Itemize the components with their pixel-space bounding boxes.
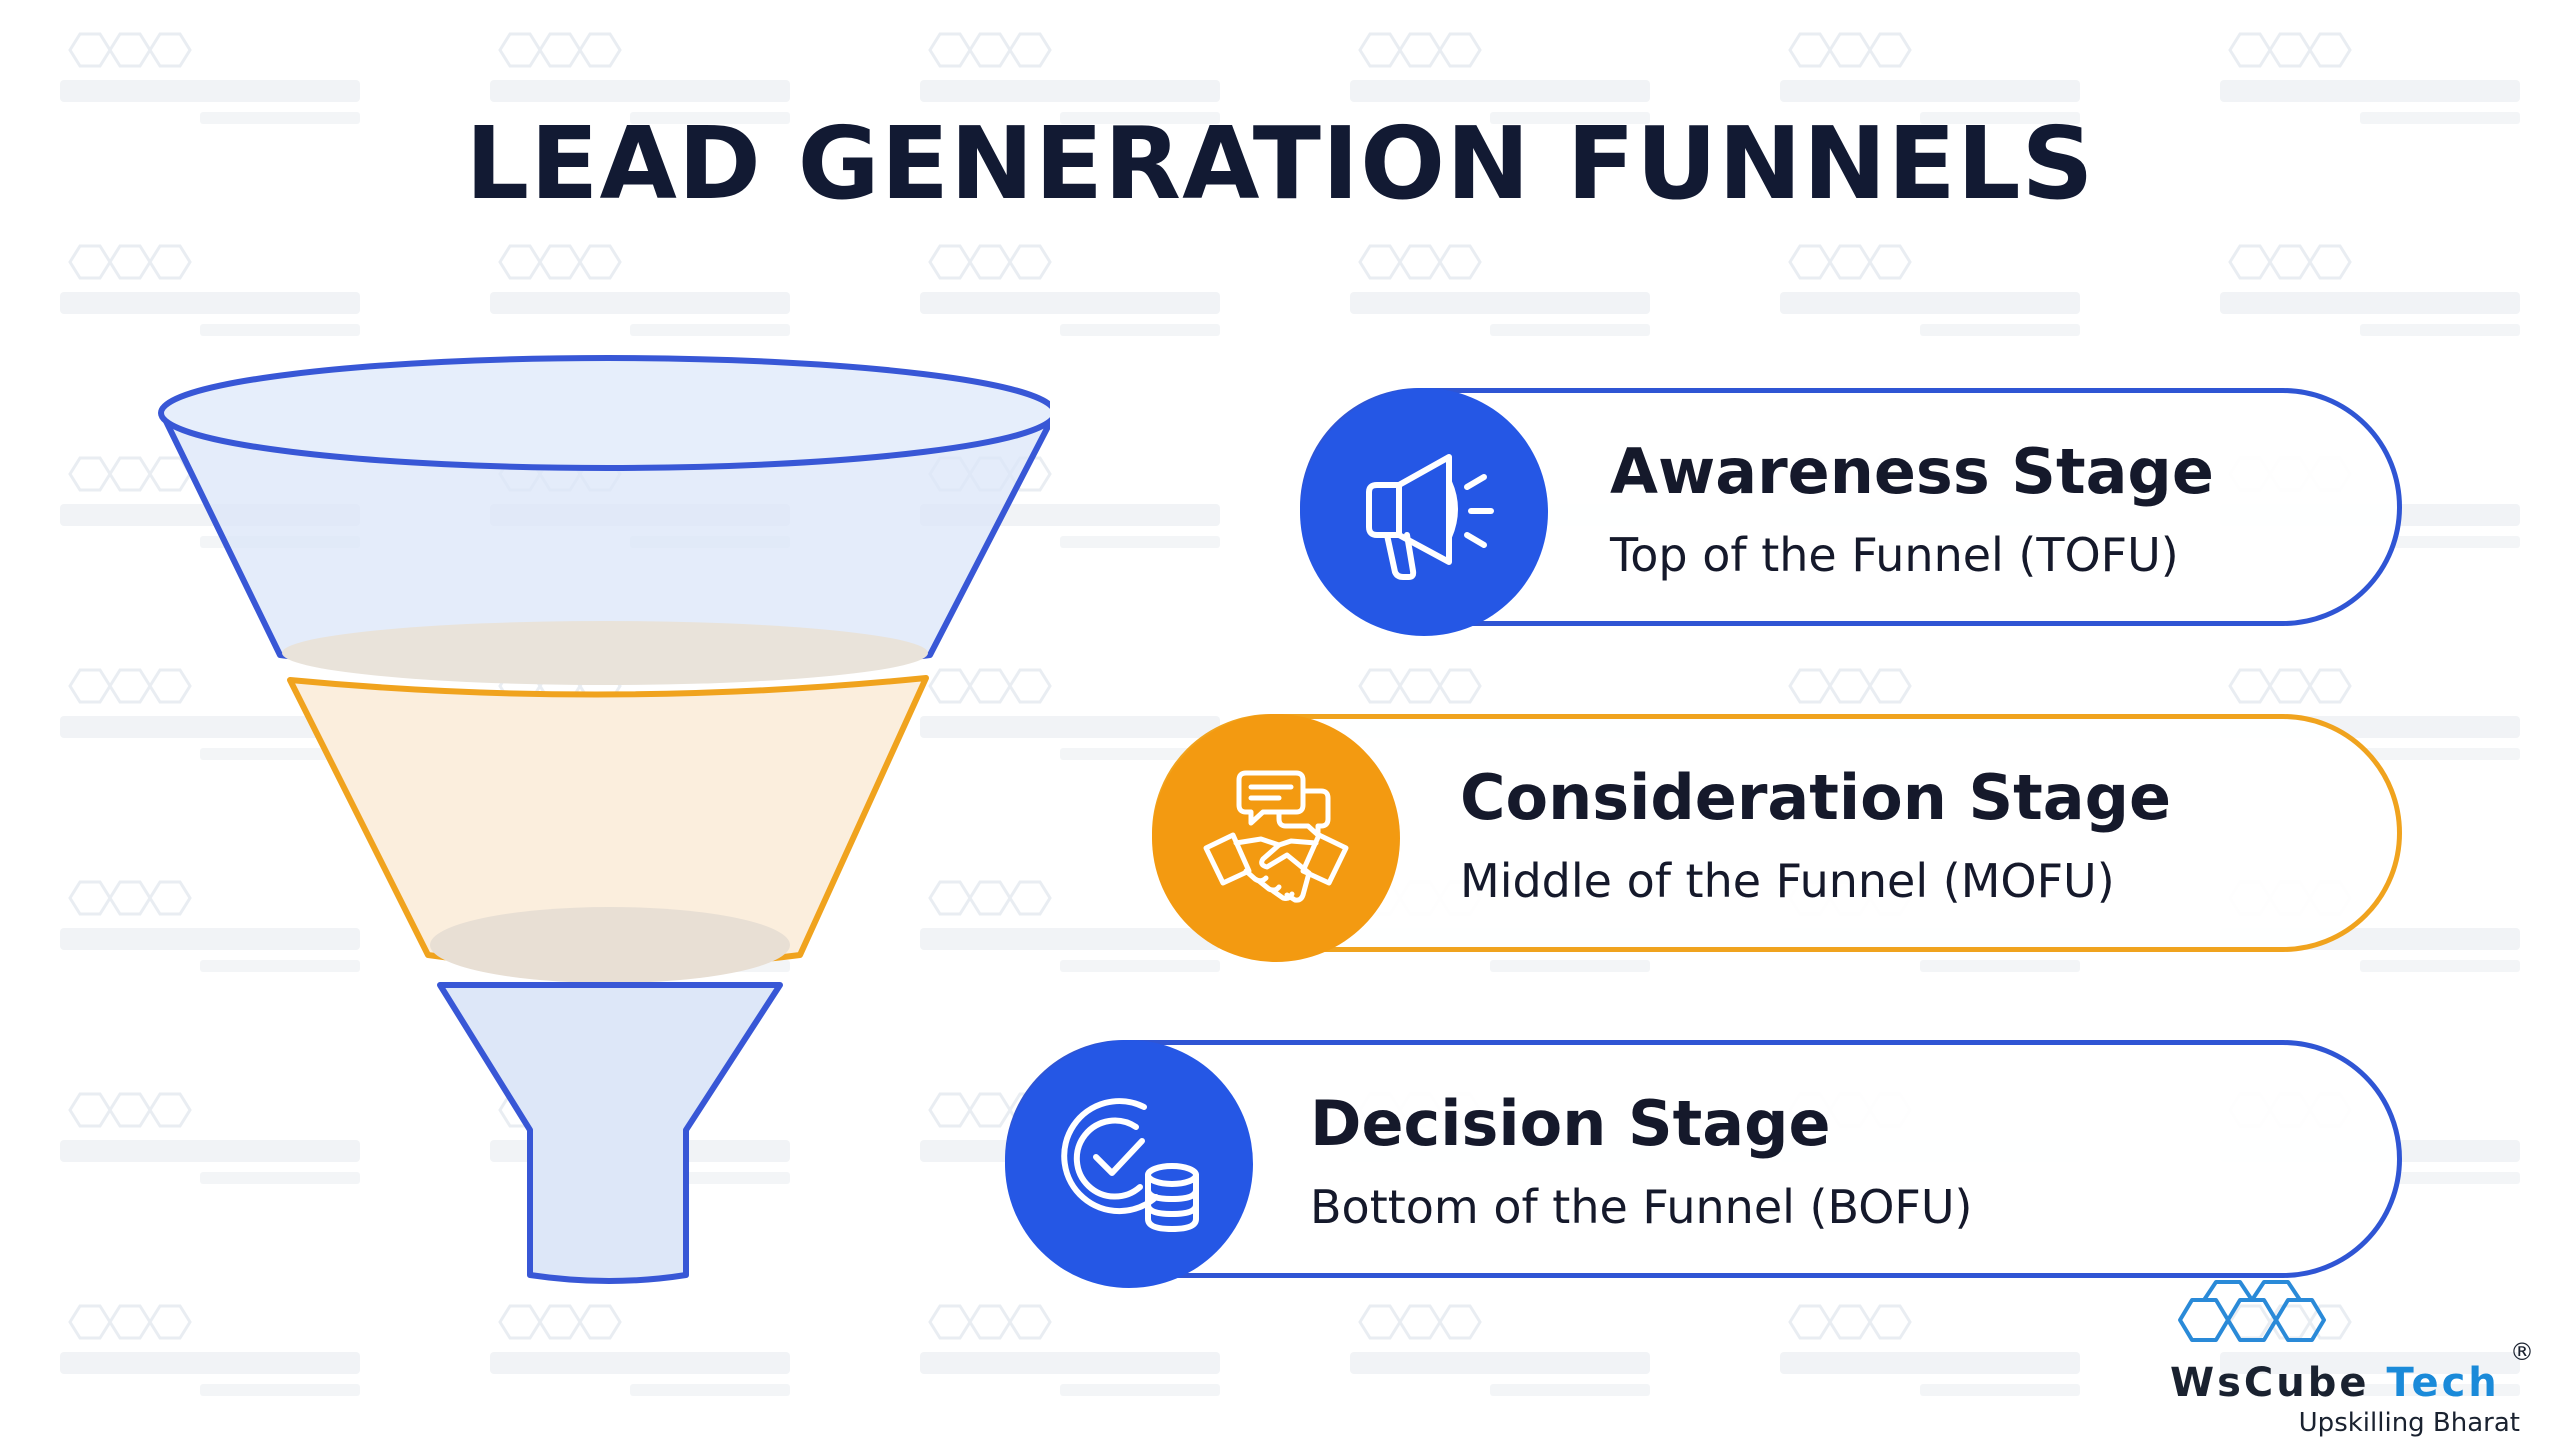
- stage-title-decision: Decision Stage: [1310, 1087, 1831, 1160]
- funnel-bottom-section: [437, 982, 783, 1284]
- watermark-tile: [490, 32, 790, 124]
- stage-circle-decision: [1005, 1040, 1253, 1288]
- check-coins-icon: [1061, 1098, 1199, 1232]
- stage-card-awareness: Awareness Stage Top of the Funnel (TOFU): [1300, 388, 2402, 636]
- stage-card-consideration: Consideration Stage Middle of the Funnel…: [1152, 714, 2402, 962]
- watermark-tile: [1350, 32, 1650, 124]
- watermark-tile: [920, 32, 1220, 124]
- watermark-tile: [1780, 244, 2080, 336]
- stage-subtitle-decision: Bottom of the Funnel (BOFU): [1310, 1180, 1973, 1234]
- stage-circle-awareness: [1300, 388, 1548, 636]
- hexagon-logo-icon: [2178, 1280, 2326, 1342]
- funnel-diagram: [158, 355, 1050, 1284]
- brand-tagline: Upskilling Bharat: [2298, 1408, 2520, 1438]
- brand-name-main: WsCube: [2170, 1360, 2370, 1406]
- chat-handshake-icon: [1203, 770, 1349, 903]
- watermark-tile: [1780, 32, 2080, 124]
- stage-subtitle-awareness: Top of the Funnel (TOFU): [1610, 528, 2179, 582]
- stage-card-decision: Decision Stage Bottom of the Funnel (BOF…: [1005, 1040, 2402, 1288]
- watermark-tile: [490, 244, 790, 336]
- watermark-tile: [60, 1304, 360, 1396]
- watermark-tile: [920, 244, 1220, 336]
- stage-circle-consideration: [1152, 714, 1400, 962]
- watermark-tile: [1350, 244, 1650, 336]
- watermark-tile: [2220, 1304, 2520, 1396]
- watermark-tile: [920, 880, 1220, 972]
- registered-mark: ®: [2510, 1338, 2534, 1366]
- watermark-tile: [60, 244, 360, 336]
- funnel-top-section: [158, 355, 1050, 685]
- stage-title-consideration: Consideration Stage: [1460, 761, 2172, 834]
- watermark-tile: [60, 1092, 360, 1184]
- watermark-tile: [60, 668, 360, 760]
- watermark-tile: [2220, 32, 2520, 124]
- watermark-tile: [920, 1304, 1220, 1396]
- watermark-tile: [490, 1304, 790, 1396]
- page-title: LEAD GENERATION FUNNELS: [465, 105, 2095, 222]
- watermark-tile: [2220, 244, 2520, 336]
- stage-subtitle-consideration: Middle of the Funnel (MOFU): [1460, 854, 2115, 908]
- megaphone-icon: [1366, 454, 1494, 580]
- brand-name-accent: Tech: [2386, 1360, 2500, 1406]
- watermark-tile: [60, 32, 360, 124]
- watermark-tile: [1780, 1304, 2080, 1396]
- brand-logo: WsCube Tech ® Upskilling Bharat: [2160, 1280, 2540, 1438]
- watermark-tile: [1350, 1304, 1650, 1396]
- funnel-middle-section: [287, 675, 929, 983]
- brand-name: WsCube Tech: [2170, 1360, 2500, 1406]
- watermark-tile: [60, 880, 360, 972]
- stage-title-awareness: Awareness Stage: [1610, 435, 2214, 508]
